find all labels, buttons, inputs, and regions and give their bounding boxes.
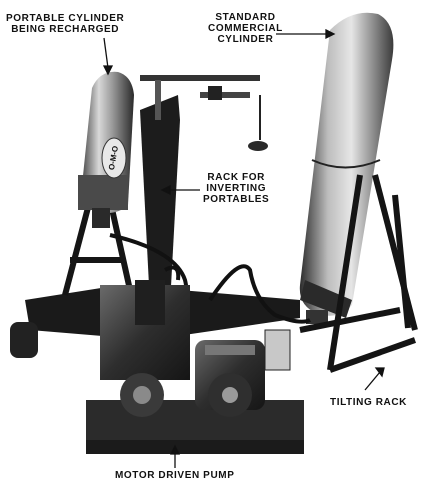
cylinder-nameplate: O-M-O xyxy=(107,145,120,171)
inverting-rack xyxy=(140,75,268,305)
label-standard-cylinder: STANDARD COMMERCIAL CYLINDER xyxy=(208,12,283,45)
portable-cylinder: O-M-O xyxy=(78,71,134,228)
label-portable-cylinder: PORTABLE CYLINDER BEING RECHARGED xyxy=(6,13,125,35)
label-motor-driven-pump: MOTOR DRIVEN PUMP xyxy=(115,470,235,481)
label-rack-for-inverting: RACK FOR INVERTING PORTABLES xyxy=(203,172,270,205)
standard-cylinder xyxy=(299,12,394,324)
label-tilting-rack: TILTING RACK xyxy=(330,397,408,408)
motor-pump xyxy=(100,280,291,417)
tilting-rack xyxy=(299,174,418,373)
leader-lines xyxy=(102,28,385,468)
left-stand xyxy=(62,199,133,296)
